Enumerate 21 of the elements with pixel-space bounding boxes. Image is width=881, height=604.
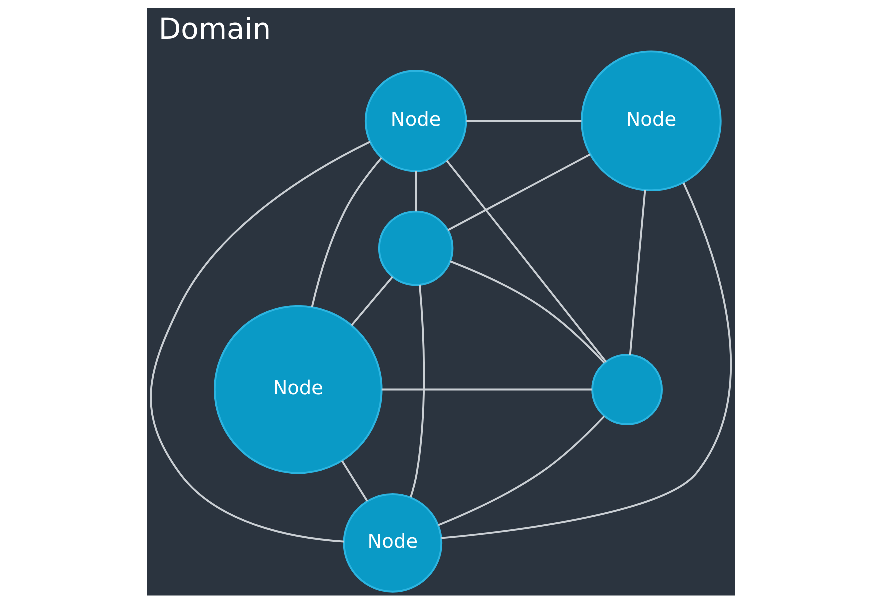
diagram-title: Domain xyxy=(158,12,271,46)
connector xyxy=(341,460,368,502)
connector xyxy=(350,276,394,326)
connector xyxy=(628,190,646,356)
connector xyxy=(381,388,592,391)
connector xyxy=(410,284,425,498)
node-circle: Node xyxy=(213,305,382,474)
connector xyxy=(414,171,417,212)
node-circle: Node xyxy=(580,50,722,192)
connector xyxy=(310,158,382,308)
node-circle: Node xyxy=(364,70,467,172)
connector xyxy=(447,154,590,232)
connector xyxy=(150,141,370,543)
node-circle: Node xyxy=(342,493,442,593)
connector xyxy=(466,120,582,122)
connector xyxy=(438,416,605,526)
node-circle xyxy=(378,210,454,286)
node-circle xyxy=(591,354,662,426)
connector xyxy=(446,160,606,363)
connector xyxy=(450,260,605,364)
connector xyxy=(441,182,732,540)
